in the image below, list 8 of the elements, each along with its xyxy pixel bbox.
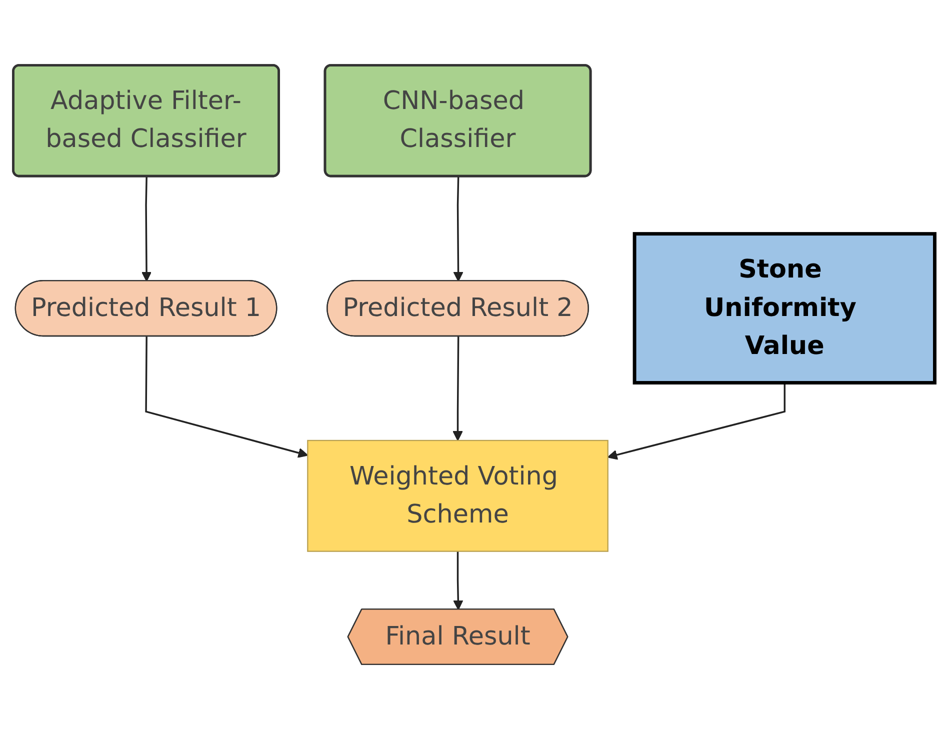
- arrow: [452, 176, 463, 282]
- arrow: [452, 336, 462, 442]
- arrow: [144, 336, 308, 458]
- node-box: Stone Uniformity Value: [632, 232, 936, 385]
- arrow: [606, 382, 785, 460]
- arrow: [452, 551, 463, 610]
- arrow: [140, 176, 152, 282]
- node-box: Weighted Voting Scheme: [306, 440, 608, 552]
